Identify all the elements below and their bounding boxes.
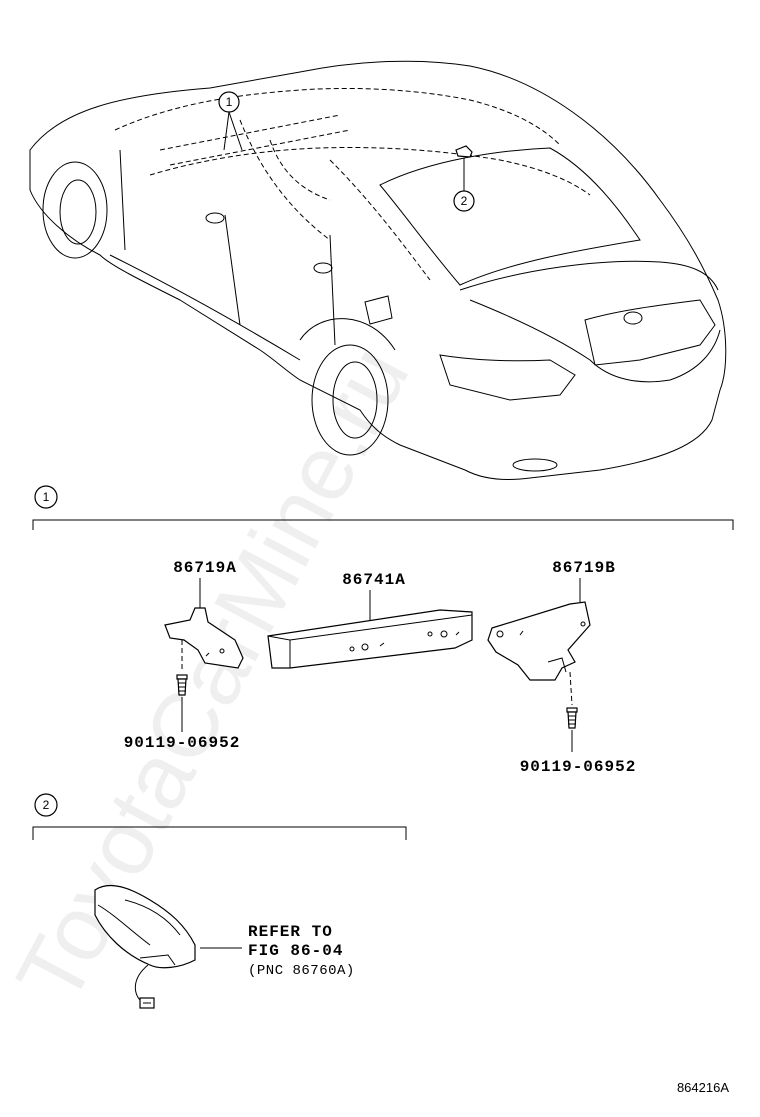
bracket-86719B[interactable] bbox=[487, 601, 591, 681]
part-label-86741A[interactable]: 86741A bbox=[342, 571, 406, 589]
section-1: 1 86719A 90119-06952 86741A bbox=[32, 485, 734, 776]
refer-note-line1: REFER TO bbox=[248, 923, 333, 941]
refer-note-line2: FIG 86-04 bbox=[248, 942, 343, 960]
refer-note-line3: (PNC 86760A) bbox=[248, 963, 355, 979]
roof-antenna-marker bbox=[455, 145, 473, 158]
watermark: ToyotaCarMine.ru bbox=[0, 330, 429, 1019]
screw-label-right[interactable]: 90119-06952 bbox=[520, 758, 637, 776]
screw-label-left[interactable]: 90119-06952 bbox=[124, 734, 241, 752]
cover-86741A[interactable] bbox=[267, 609, 473, 669]
shark-fin-antenna-icon[interactable] bbox=[94, 885, 196, 1009]
screw-right[interactable] bbox=[566, 707, 578, 729]
section-2-number: 2 bbox=[43, 798, 50, 812]
section-1-number: 1 bbox=[43, 490, 50, 504]
bracket-86719A[interactable] bbox=[164, 607, 244, 669]
callout-number: 1 bbox=[226, 95, 233, 109]
section-2: 2 REFER TO FIG 86-04 (PNC 86760A) bbox=[32, 793, 407, 1009]
car-illustration bbox=[29, 60, 727, 481]
part-label-86719B[interactable]: 86719B bbox=[552, 559, 616, 577]
part-label-86719A[interactable]: 86719A bbox=[173, 559, 237, 577]
callout-number: 2 bbox=[461, 194, 468, 208]
overview-callout-2[interactable]: 2 bbox=[453, 158, 475, 212]
figure-code: 864216A bbox=[677, 1080, 729, 1095]
overview-callout-1[interactable]: 1 bbox=[218, 91, 243, 151]
screw-left[interactable] bbox=[176, 674, 188, 696]
